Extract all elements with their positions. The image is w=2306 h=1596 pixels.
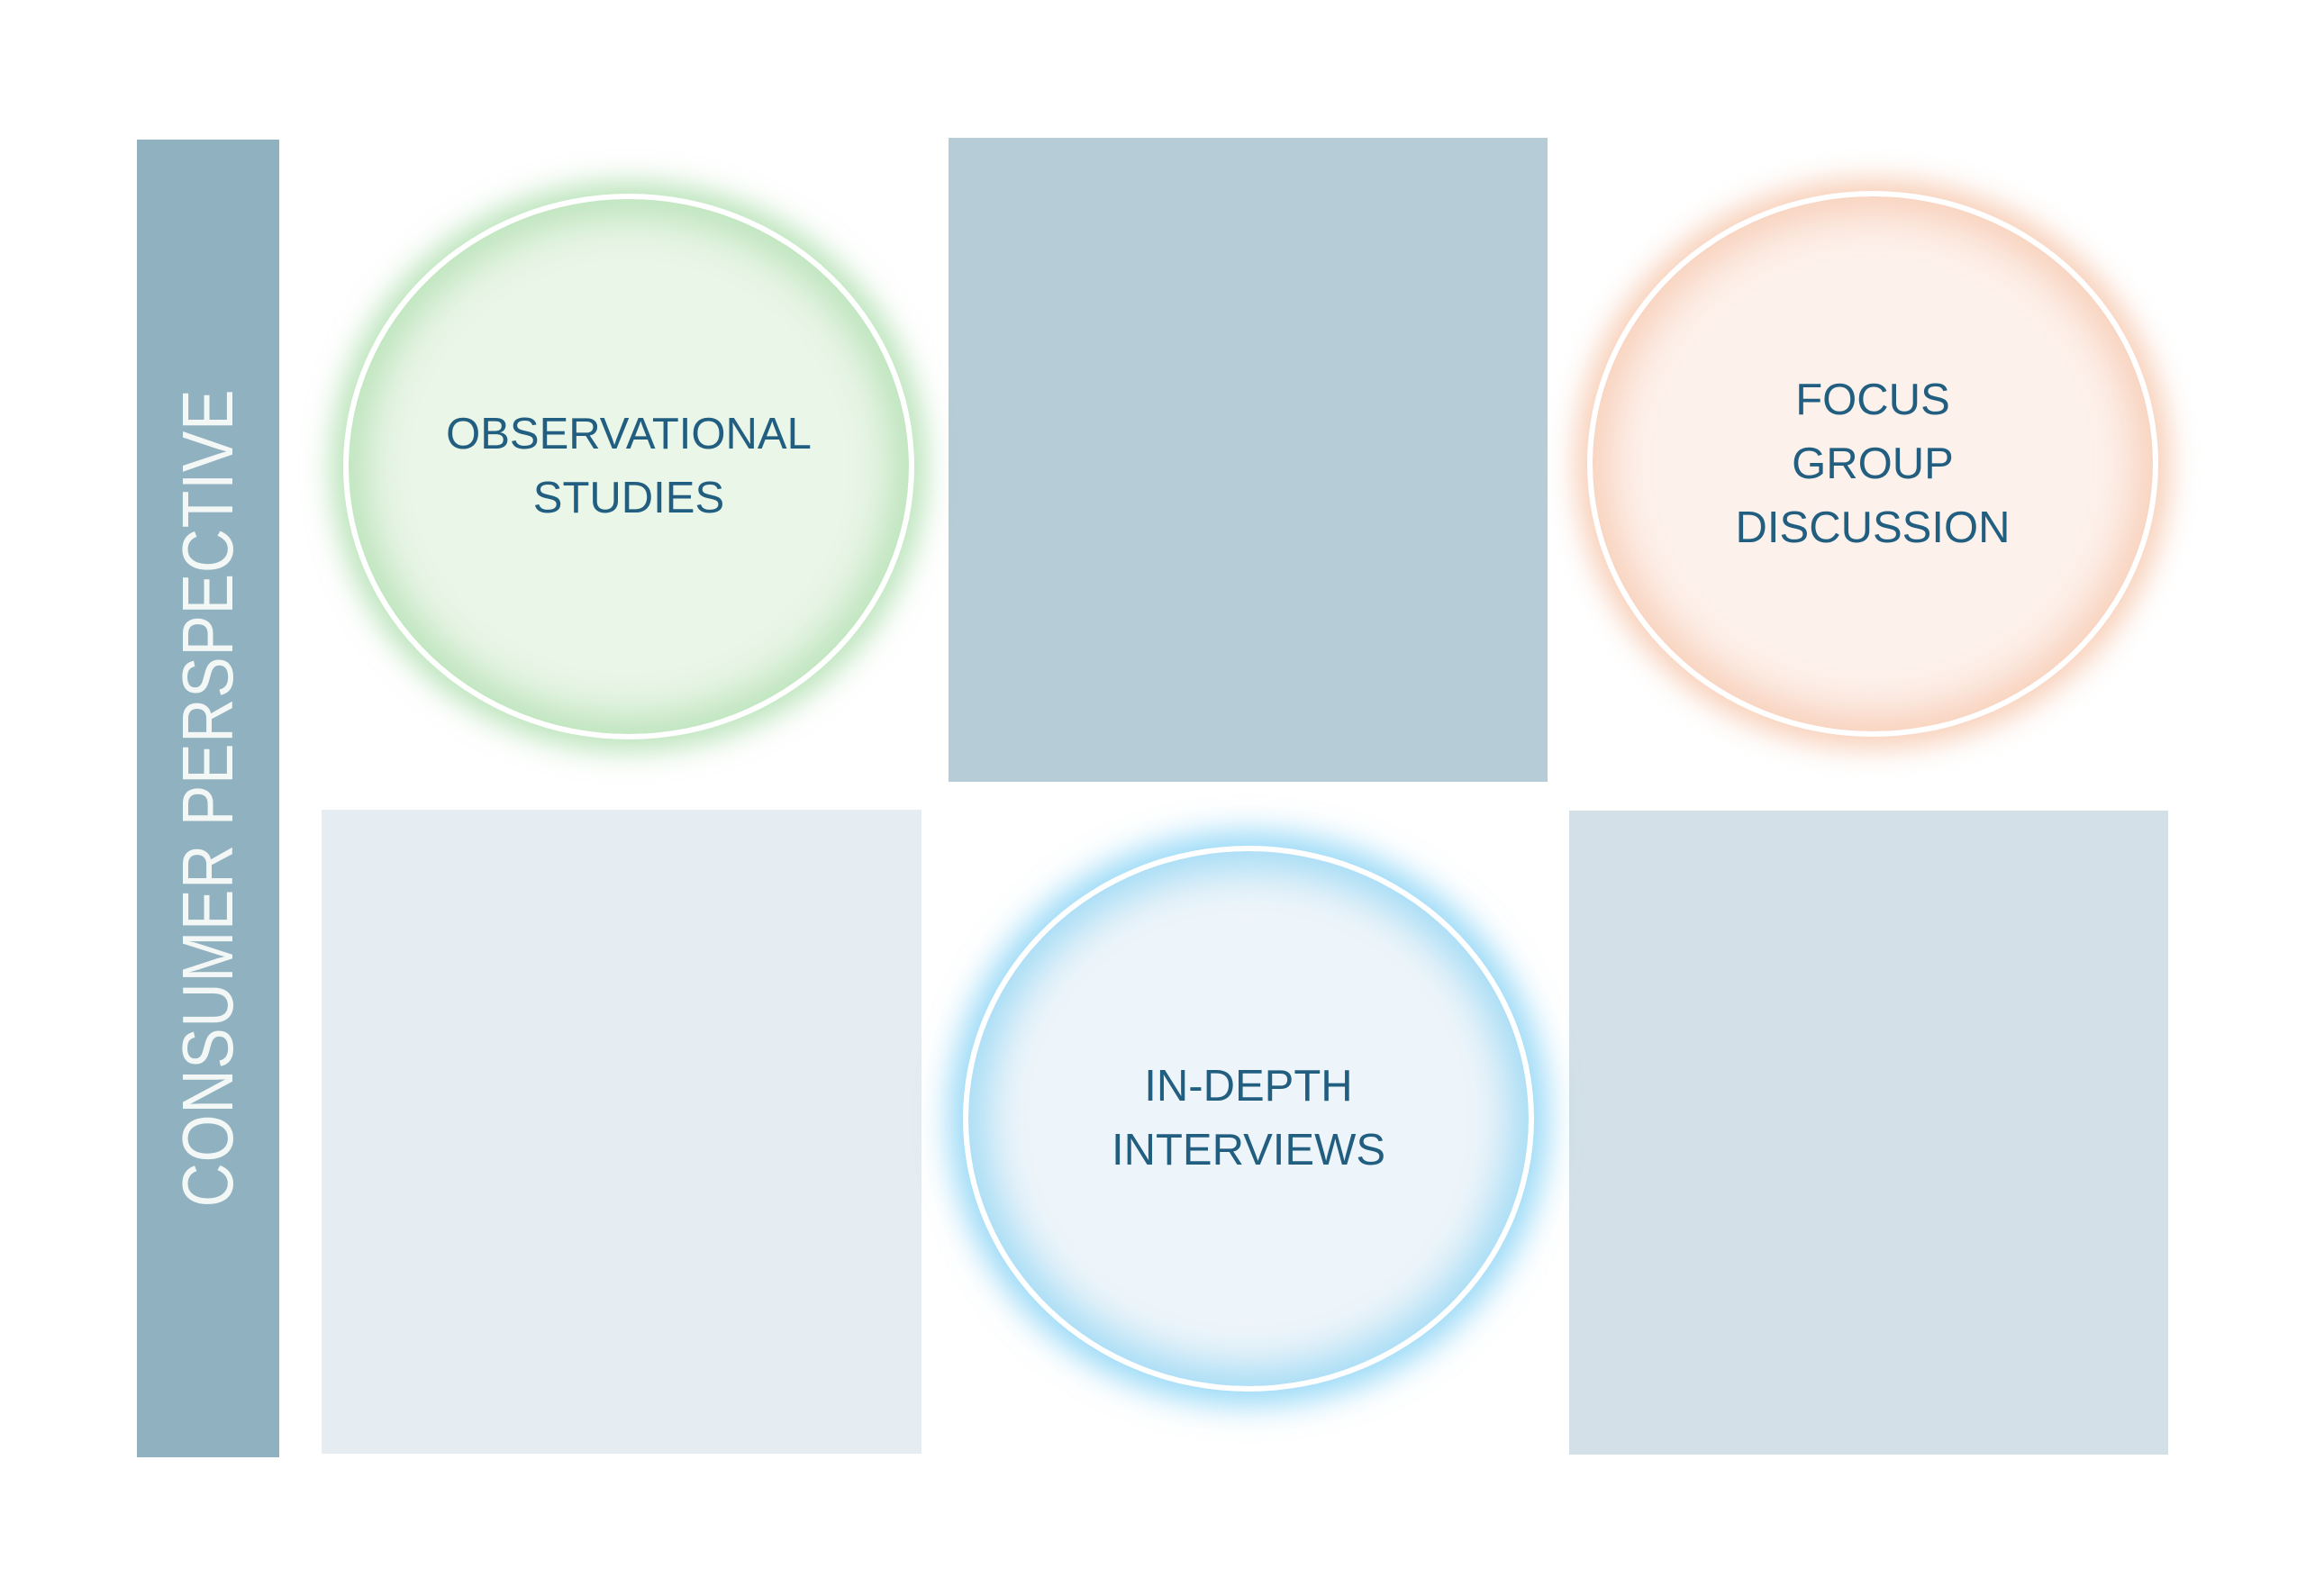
consumer-perspective-label: CONSUMER PERSPECTIVE <box>168 388 248 1208</box>
focus-group-discussion-label: FOCUS GROUP DISCUSSION <box>1735 375 2011 552</box>
matrix-cell-bottom-left <box>322 810 921 1454</box>
matrix-cell-top-middle <box>949 138 1548 782</box>
observational-studies-circle: OBSERVATIONAL STUDIES <box>343 194 914 739</box>
observational-studies-label: OBSERVATIONAL STUDIES <box>446 410 812 522</box>
in-depth-interviews-circle: IN-DEPTH INTERVIEWS <box>963 846 1534 1392</box>
in-depth-interviews-label: IN-DEPTH INTERVIEWS <box>1111 1062 1386 1174</box>
consumer-perspective-band <box>137 140 279 1457</box>
focus-group-discussion-circle: FOCUS GROUP DISCUSSION <box>1587 191 2158 737</box>
matrix-cell-bottom-right <box>1569 811 2168 1455</box>
